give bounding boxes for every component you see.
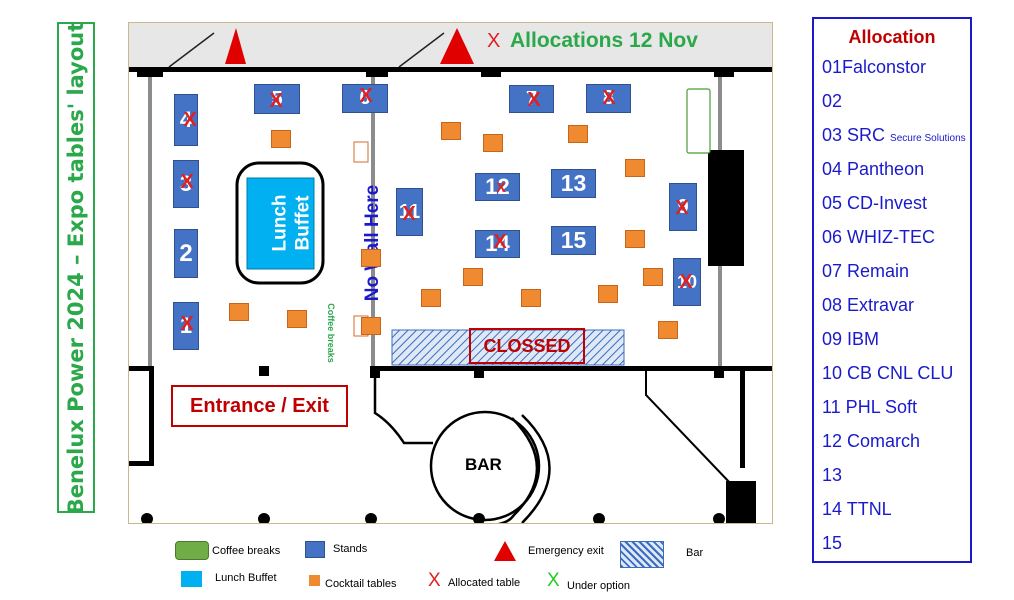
legend-stands-label: Stands bbox=[333, 543, 368, 555]
legend-emergency-label: Emergency exit bbox=[528, 545, 604, 557]
allocation-row: 04 Pantheon bbox=[822, 159, 925, 179]
allocated-x-icon: X bbox=[527, 89, 541, 111]
allocated-x-icon: X bbox=[180, 313, 194, 335]
floor-plan-drawing bbox=[129, 23, 772, 523]
legend-buffet-swatch bbox=[181, 571, 202, 587]
legend-cocktail-swatch bbox=[309, 575, 320, 586]
legend-option-x-icon: X bbox=[547, 570, 560, 591]
legend-option-label: Under option bbox=[567, 580, 630, 592]
cocktail-table bbox=[521, 289, 541, 307]
stand-12[interactable]: 12 bbox=[475, 173, 520, 201]
allocated-x-icon: X bbox=[602, 87, 616, 109]
cocktail-table bbox=[643, 268, 663, 286]
stand-15[interactable]: 15 bbox=[551, 226, 596, 255]
cocktail-table bbox=[483, 134, 503, 152]
cocktail-table bbox=[658, 321, 678, 339]
allocated-x-icon: X bbox=[269, 90, 283, 112]
legend-allocated-x-icon: X bbox=[428, 570, 441, 591]
cocktail-table bbox=[625, 159, 645, 177]
bar-counter bbox=[429, 410, 541, 522]
legend-allocated-label: Allocated table bbox=[448, 577, 521, 589]
cocktail-table bbox=[463, 268, 483, 286]
allocation-row: 14 TTNL bbox=[822, 499, 892, 519]
lunch-buffet-table bbox=[246, 177, 315, 270]
legend-bar-swatch bbox=[620, 541, 664, 568]
banner-x-icon: X bbox=[487, 30, 501, 52]
allocated-x-icon: X bbox=[180, 171, 194, 193]
allocation-title: Allocation bbox=[848, 27, 936, 47]
allocation-row: 12 Comarch bbox=[822, 431, 921, 451]
stand-1[interactable]: 1 bbox=[173, 302, 199, 350]
closed-bar-area bbox=[391, 329, 625, 366]
legend-emergency-icon bbox=[494, 541, 516, 561]
stand-2[interactable]: 2 bbox=[174, 229, 198, 278]
stand-13[interactable]: 13 bbox=[551, 169, 596, 198]
cocktail-table bbox=[361, 249, 381, 267]
stand-8[interactable]: 8 bbox=[586, 84, 631, 113]
layout-title-box: Benelux Power 2024 – Expo tables' layout bbox=[57, 21, 95, 514]
cocktail-table bbox=[421, 289, 441, 307]
allocated-x-icon: X bbox=[183, 109, 197, 131]
legend-coffee-label: Coffee breaks bbox=[212, 545, 281, 557]
allocation-row: 13 bbox=[822, 465, 843, 485]
entrance-exit-label: Entrance / Exit bbox=[171, 385, 348, 427]
legend-buffet-label: Lunch Buffet bbox=[215, 572, 277, 584]
stand-7[interactable]: 7 bbox=[509, 85, 554, 113]
allocation-row: 01Falconstor bbox=[822, 57, 927, 77]
legend-stand-swatch bbox=[305, 541, 325, 558]
bar-label: BAR bbox=[465, 455, 502, 474]
legend-bar-label: Bar bbox=[686, 547, 704, 559]
stand-6[interactable]: 6 bbox=[342, 84, 388, 113]
allocated-x-icon: X bbox=[679, 271, 693, 293]
floor-plan: X Allocations 12 Nov Lunch Buffet No Wal… bbox=[128, 22, 773, 524]
allocation-row: 09 IBM bbox=[822, 329, 880, 349]
cocktail-table bbox=[361, 317, 381, 335]
stand-5[interactable]: 5 bbox=[254, 84, 300, 114]
allocation-row: 15 bbox=[822, 533, 843, 553]
emergency-exit-marker bbox=[225, 28, 246, 64]
layout-title: Benelux Power 2024 – Expo tables' layout bbox=[64, 21, 88, 514]
stand-3[interactable]: 3 bbox=[173, 160, 199, 208]
lunch-buffet-label: Lunch Buffet bbox=[269, 194, 314, 252]
closed-label: CLOSSED bbox=[469, 328, 585, 364]
allocated-x-icon: X bbox=[496, 179, 506, 195]
cocktail-table bbox=[625, 230, 645, 248]
cocktail-table bbox=[441, 122, 461, 140]
stand-14[interactable]: 14 bbox=[475, 230, 520, 258]
no-wall-here-note: No Wall Here bbox=[362, 184, 383, 302]
cocktail-table bbox=[287, 310, 307, 328]
allocated-x-icon: X bbox=[493, 231, 507, 253]
allocation-row: 03 SRC Secure Solutions bbox=[822, 125, 966, 145]
allocation-row: 10 CB CNL CLU bbox=[822, 363, 954, 383]
cocktail-table bbox=[229, 303, 249, 321]
allocation-row: 07 Remain bbox=[822, 261, 910, 281]
allocation-row: 06 WHIZ-TEC bbox=[822, 227, 936, 247]
emergency-exit-marker bbox=[440, 28, 474, 64]
legend-cocktail-label: Cocktail tables bbox=[325, 578, 397, 590]
cocktail-table bbox=[598, 285, 618, 303]
allocated-x-icon: X bbox=[359, 85, 373, 107]
allocated-x-icon: X bbox=[675, 197, 689, 219]
cocktail-table bbox=[271, 130, 291, 148]
allocation-row: 05 CD-Invest bbox=[822, 193, 928, 213]
stand-9[interactable]: 9 bbox=[669, 183, 697, 231]
coffee-breaks-note: Coffee breaks bbox=[326, 303, 336, 363]
stand-11[interactable]: 11 bbox=[396, 188, 423, 236]
stand-4[interactable]: 4 bbox=[174, 94, 198, 146]
stand-10[interactable]: 10 bbox=[673, 258, 701, 306]
cocktail-table bbox=[568, 125, 588, 143]
banner-title: Allocations 12 Nov bbox=[510, 29, 698, 52]
legend-coffee-swatch bbox=[175, 541, 209, 560]
allocated-x-icon: X bbox=[402, 203, 416, 225]
allocation-row: 02 bbox=[822, 91, 843, 111]
allocation-row: 11 PHL Soft bbox=[822, 397, 918, 417]
allocation-panel: Allocation 01Falconstor 02 03 SRC Secure… bbox=[812, 17, 972, 563]
allocation-row: 08 Extravar bbox=[822, 295, 915, 315]
